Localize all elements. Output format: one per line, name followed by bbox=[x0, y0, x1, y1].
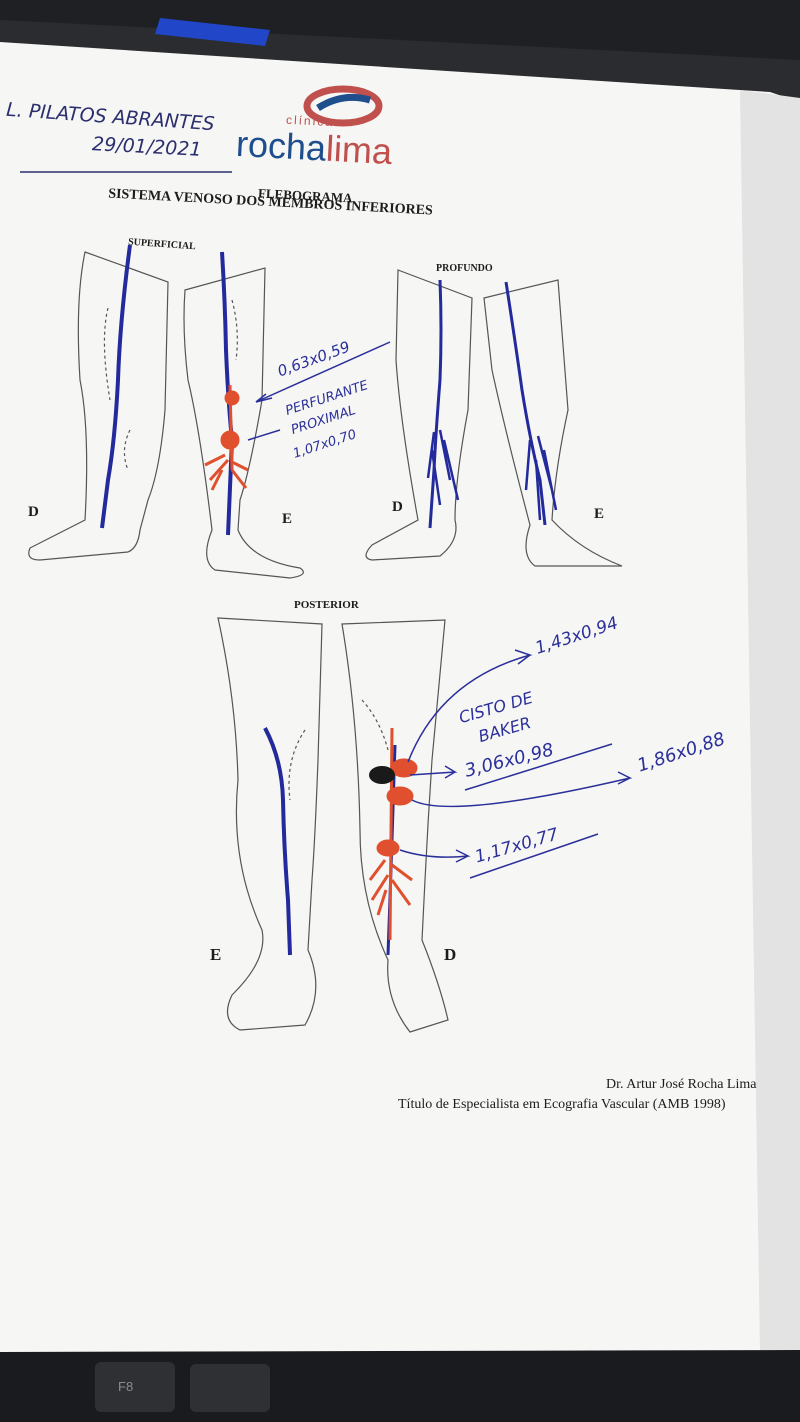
annotation-arrow-icon bbox=[247, 429, 281, 441]
keyboard-key[interactable] bbox=[190, 1364, 270, 1412]
leg-diagram-superficial-right bbox=[28, 251, 169, 561]
leg-diagram-posterior-left bbox=[217, 617, 323, 1031]
label-profundo: PROFUNDO bbox=[436, 263, 493, 274]
keyboard-key-f8[interactable] bbox=[95, 1362, 175, 1412]
leg-diagram-superficial-left bbox=[183, 267, 304, 579]
vein-deep-right bbox=[428, 279, 443, 529]
keyboard-key-label: F8 bbox=[118, 1379, 134, 1394]
side-label-right: D bbox=[444, 945, 457, 964]
leg-diagram-profundo-left bbox=[483, 279, 623, 567]
annotation-arrow-icon bbox=[255, 393, 273, 403]
desk-shadow bbox=[0, 0, 800, 60]
brand-name: rochalima bbox=[235, 122, 394, 173]
brand-name-part2: lima bbox=[324, 127, 394, 173]
blue-tape bbox=[155, 18, 270, 46]
side-label-left: E bbox=[282, 511, 293, 527]
label-posterior: POSTERIOR bbox=[294, 599, 359, 611]
leg-diagram-profundo-right bbox=[365, 269, 473, 561]
side-label-right: D bbox=[392, 499, 403, 515]
varicose-veins-posterior bbox=[368, 727, 418, 941]
side-label-left: E bbox=[594, 506, 605, 522]
vein-posterior-left bbox=[263, 727, 292, 956]
vein-deep-branches bbox=[426, 429, 460, 506]
paper-underlayer bbox=[740, 90, 800, 1350]
baker-cyst-mark bbox=[369, 766, 395, 784]
vein-deep-branches bbox=[524, 435, 558, 521]
side-label-right: D bbox=[28, 504, 39, 520]
annotation-arrows-posterior bbox=[399, 649, 633, 879]
varicose-veins-superficial bbox=[204, 384, 249, 491]
vein-superficial-right bbox=[100, 244, 132, 529]
annotation-arrow-line bbox=[255, 341, 391, 403]
brand-name-part1: rocha bbox=[235, 122, 328, 169]
paper-sheet bbox=[0, 42, 800, 1352]
doctor-credential: Título de Especialista em Ecografia Vasc… bbox=[398, 1097, 726, 1112]
clinic-logo-icon bbox=[303, 85, 383, 127]
doctor-name: Dr. Artur José Rocha Lima bbox=[606, 1077, 757, 1092]
side-label-left: E bbox=[210, 945, 222, 964]
